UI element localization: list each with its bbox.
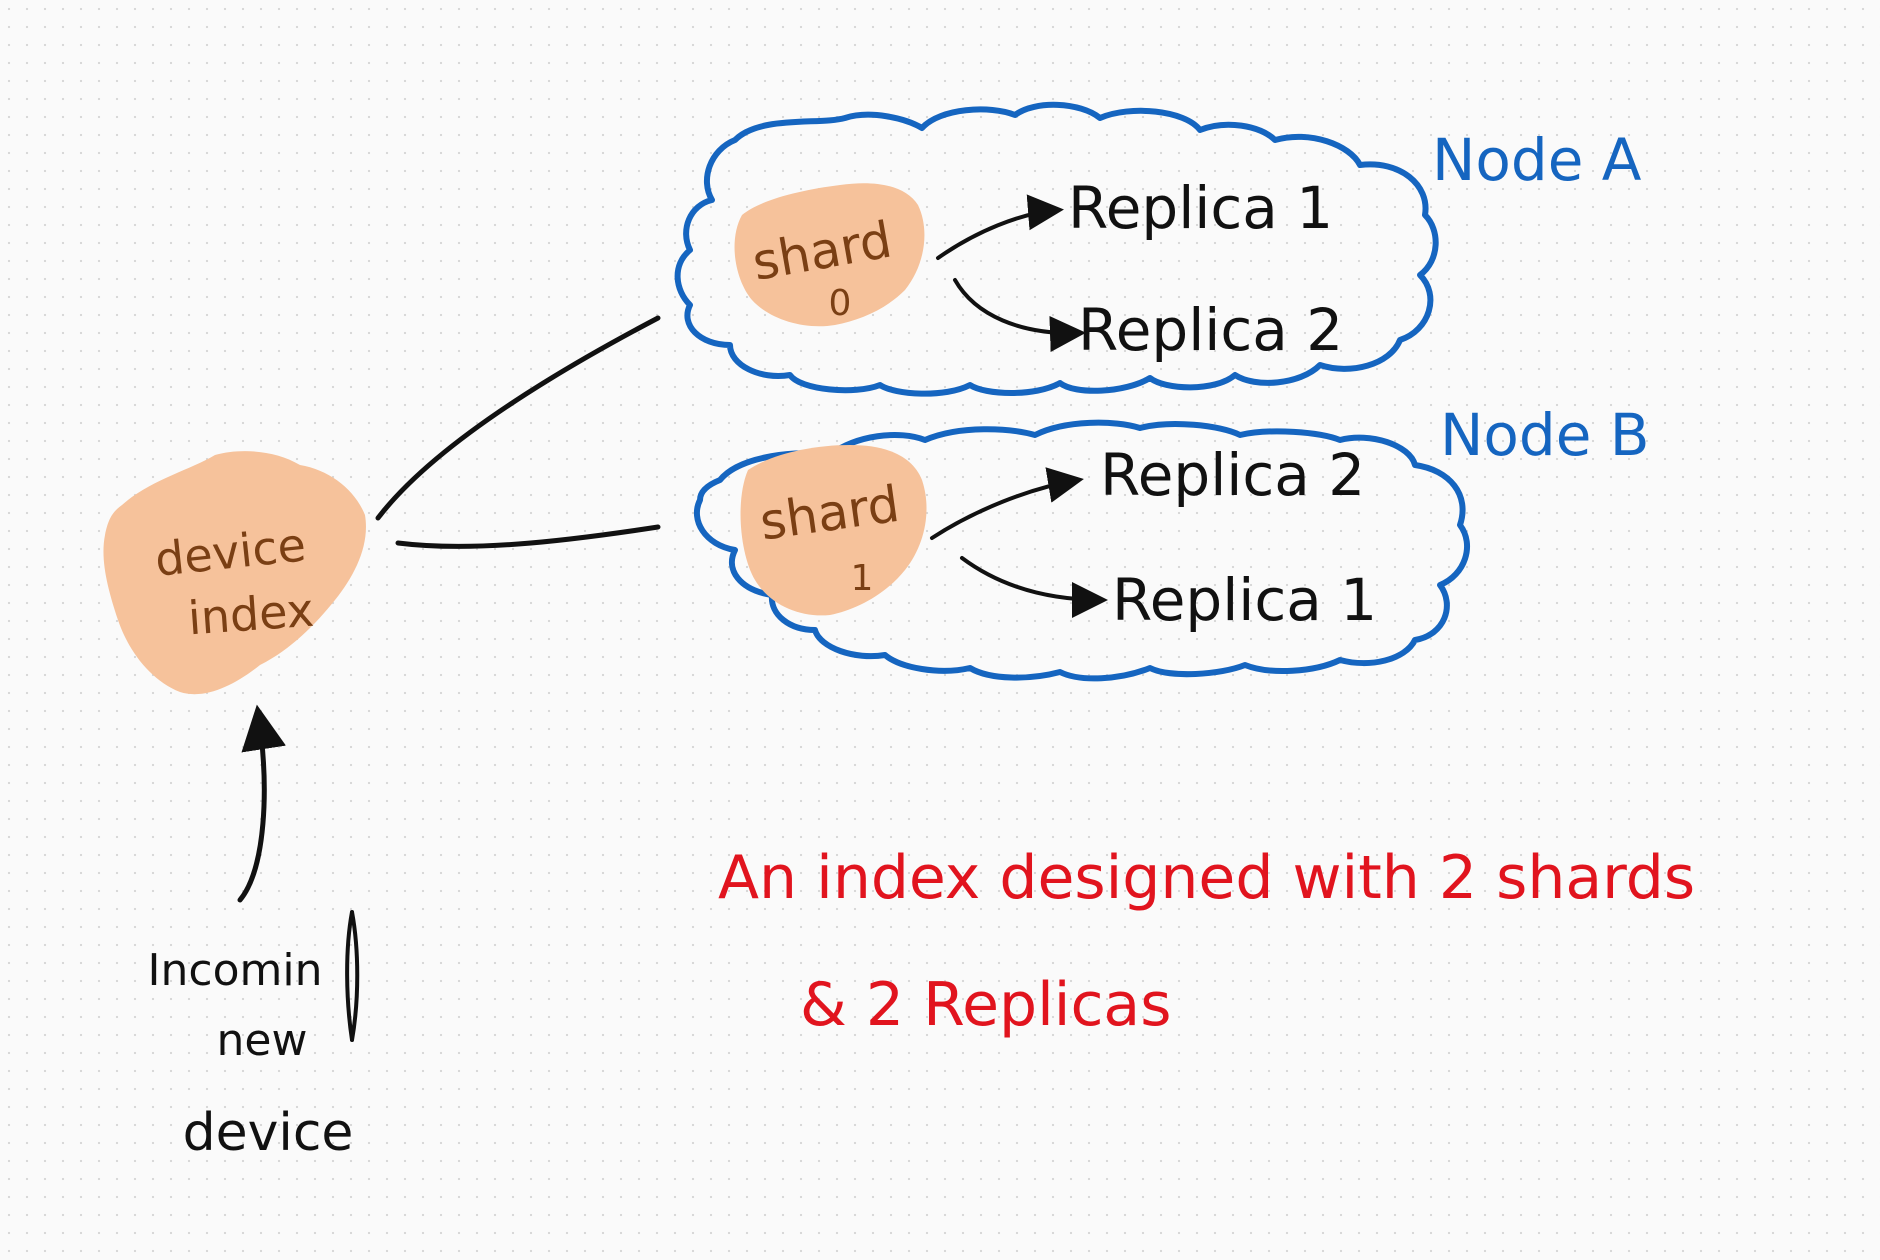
arrow-shard-1-to-replica-1 [960,556,1108,618]
device-index-highlight [103,451,366,695]
shard-0-number: 0 [829,283,852,324]
node-b-replica-2: Replica 2 [1100,441,1365,509]
pen-stroke-mark [345,910,360,1042]
shard-0-highlight [734,183,925,327]
incoming-label-line3: device [183,1103,354,1163]
node-a-label: Node A [1432,126,1642,194]
connector-index-to-shard-1 [395,524,661,549]
note-line1: An index designed with 2 shards [718,843,1695,913]
node-a-replica-1: Replica 1 [1068,174,1333,242]
incoming-label-line1: Incomin [148,945,323,996]
index-label-line2: index [186,583,315,646]
incoming-label-line2: new [217,1015,308,1066]
node-a-cloud [674,101,1439,397]
note-line2: & 2 Replicas [800,970,1171,1040]
connector-index-to-shard-0 [375,315,661,521]
arrow-incoming-to-index [237,704,286,903]
arrow-shard-0-to-replica-2 [953,278,1086,352]
shard-1-number: 1 [851,558,874,599]
shard-1-highlight [740,445,927,616]
node-b-replica-1: Replica 1 [1112,566,1377,634]
node-b-cloud [693,419,1471,682]
arrow-shard-1-to-replica-2 [930,467,1084,540]
arrow-shard-0-to-replica-1 [936,194,1064,260]
node-a-replica-2: Replica 2 [1078,296,1343,364]
node-b-label: Node B [1440,401,1650,469]
